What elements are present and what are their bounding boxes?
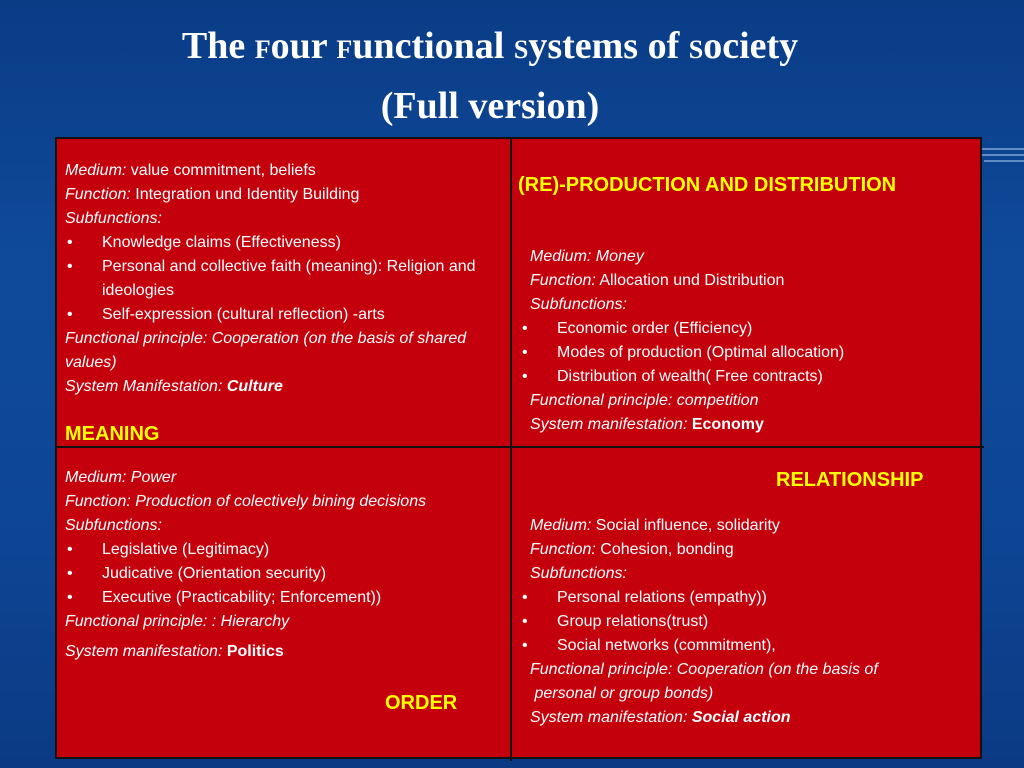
order-manifestation: System manifestation: Politics bbox=[65, 643, 284, 660]
relationship-heading: RELATIONSHIP bbox=[776, 469, 924, 491]
slide-title: The Four Functional Systems of Society (… bbox=[0, 18, 980, 134]
title-line-1: The Four Functional Systems of Society bbox=[181, 25, 799, 67]
relationship-principle-line-2: personal or group bonds) bbox=[530, 685, 714, 702]
list-item: Economic order (Efficiency) bbox=[520, 317, 975, 341]
production-manifestation: System manifestation: Economy bbox=[530, 416, 764, 433]
production-content: Medium: Money Function: Allocation und D… bbox=[520, 245, 975, 437]
relationship-subfunctions-list: Personal relations (empathy)) Group rela… bbox=[520, 586, 975, 658]
cell-meaning: Medium: value commitment, beliefs Functi… bbox=[57, 139, 512, 448]
meaning-function: Function: Integration und Identity Build… bbox=[65, 186, 360, 203]
production-principle: Functional principle: competition bbox=[530, 392, 759, 409]
meaning-subfunctions-list: Knowledge claims (Effectiveness) Persona… bbox=[65, 231, 505, 327]
list-item: Legislative (Legitimacy) bbox=[65, 538, 505, 562]
relationship-content: Medium: Social influence, solidarity Fun… bbox=[520, 514, 975, 730]
systems-grid: Medium: value commitment, beliefs Functi… bbox=[55, 137, 984, 761]
list-item: Judicative (Orientation security) bbox=[65, 562, 505, 586]
relationship-subfunctions-label: Subfunctions: bbox=[530, 565, 627, 582]
cell-relationship: RELATIONSHIP Medium: Social influence, s… bbox=[512, 448, 984, 761]
list-item: Knowledge claims (Effectiveness) bbox=[65, 231, 505, 255]
order-principle: Functional principle: : Hierarchy bbox=[65, 613, 290, 630]
production-medium: Medium: Money bbox=[530, 248, 644, 265]
order-medium: Medium: Power bbox=[65, 469, 177, 486]
order-content: Medium: Power Function: Production of co… bbox=[65, 466, 505, 664]
production-subfunctions-label: Subfunctions: bbox=[530, 296, 627, 313]
cell-order: Medium: Power Function: Production of co… bbox=[57, 448, 512, 761]
order-subfunctions-list: Legislative (Legitimacy) Judicative (Ori… bbox=[65, 538, 505, 610]
relationship-principle-line-1: Functional principle: Cooperation (on th… bbox=[530, 661, 878, 678]
relationship-medium: Medium: Social influence, solidarity bbox=[530, 517, 780, 534]
production-heading: (RE)-PRODUCTION AND DISTRIBUTION bbox=[518, 174, 897, 196]
production-function: Function: Allocation und Distribution bbox=[530, 272, 785, 289]
production-subfunctions-list: Economic order (Efficiency) Modes of pro… bbox=[520, 317, 975, 389]
title-line-2: (Full version) bbox=[380, 85, 600, 127]
list-item: Self-expression (cultural reflection) -a… bbox=[65, 303, 505, 327]
list-item: Personal and collective faith (meaning):… bbox=[65, 255, 505, 303]
list-item: Distribution of wealth( Free contracts) bbox=[520, 365, 975, 389]
meaning-subfunctions-label: Subfunctions: bbox=[65, 210, 162, 227]
meaning-medium: Medium: value commitment, beliefs bbox=[65, 162, 316, 179]
relationship-function: Function: Cohesion, bonding bbox=[530, 541, 734, 558]
order-heading: ORDER bbox=[385, 692, 458, 714]
list-item: Social networks (commitment), bbox=[520, 634, 975, 658]
relationship-manifestation: System manifestation: Social action bbox=[530, 709, 791, 726]
list-item: Personal relations (empathy)) bbox=[520, 586, 975, 610]
order-function: Function: Production of colectively bini… bbox=[65, 493, 427, 510]
meaning-principle: Functional principle: Cooperation (on th… bbox=[65, 330, 467, 371]
meaning-content: Medium: value commitment, beliefs Functi… bbox=[65, 159, 505, 399]
list-item: Executive (Practicability; Enforcement)) bbox=[65, 586, 505, 610]
cell-production: (RE)-PRODUCTION AND DISTRIBUTION Medium:… bbox=[512, 139, 984, 448]
list-item: Modes of production (Optimal allocation) bbox=[520, 341, 975, 365]
list-item: Group relations(trust) bbox=[520, 610, 975, 634]
meaning-heading: MEANING bbox=[65, 423, 160, 445]
order-subfunctions-label: Subfunctions: bbox=[65, 517, 162, 534]
meaning-manifestation: System Manifestation: Culture bbox=[65, 378, 283, 395]
